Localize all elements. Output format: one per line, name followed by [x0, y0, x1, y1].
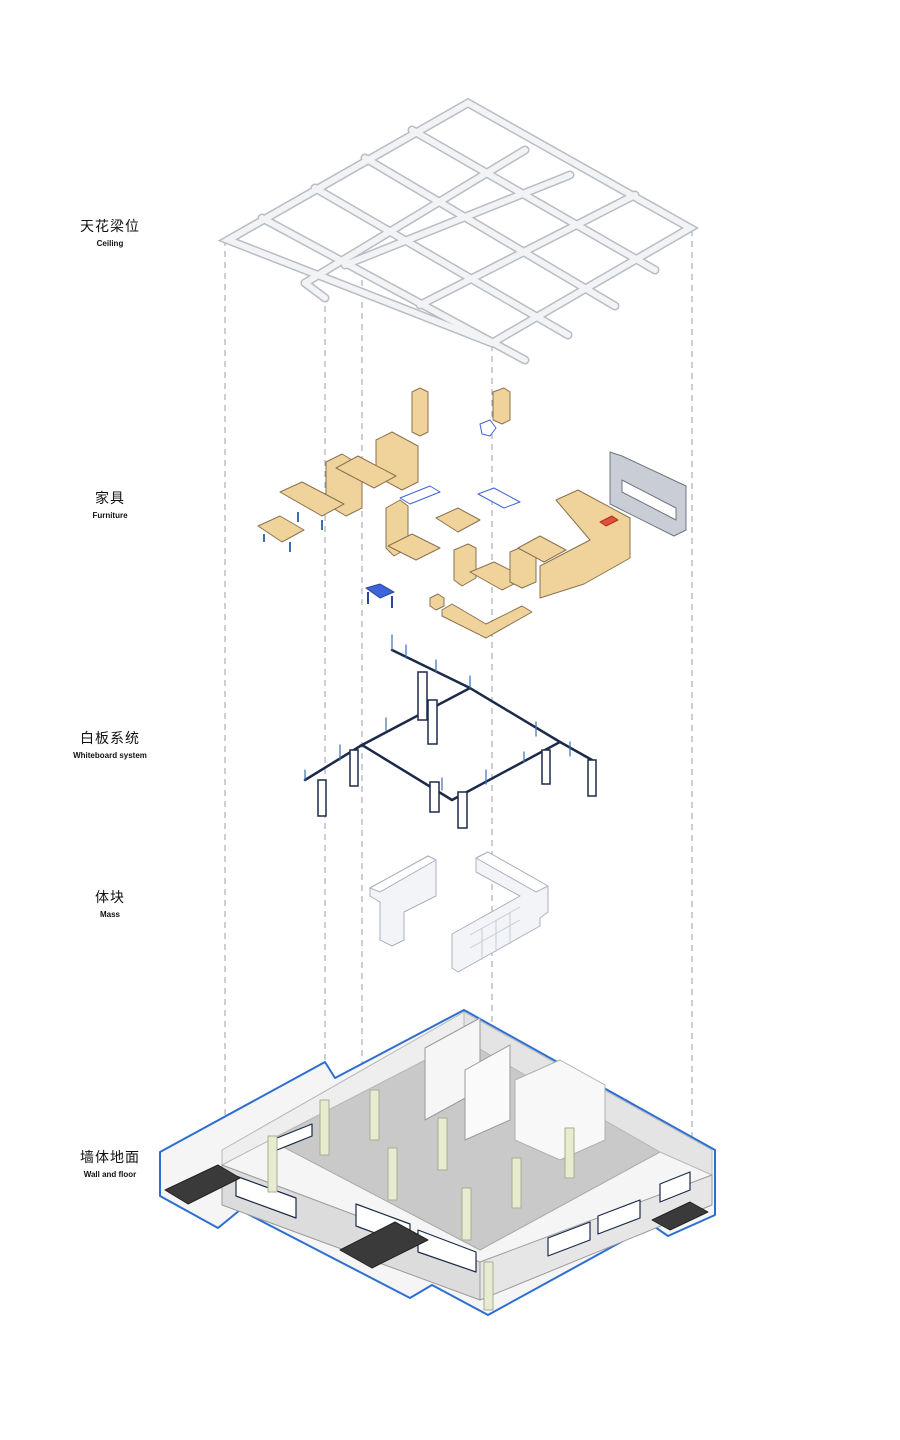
desk — [517, 535, 567, 563]
balcony-floor — [651, 1201, 709, 1231]
wall — [221, 1011, 465, 1166]
whiteboard-label: 白板系统 Whiteboard system — [60, 728, 160, 760]
guide-lines — [224, 230, 693, 1150]
column — [319, 1099, 330, 1156]
chair-outline — [479, 419, 497, 437]
blue-table — [365, 583, 395, 599]
whiteboard-rail — [359, 686, 563, 802]
mass-label: 体块 Mass — [60, 887, 160, 919]
whiteboard-panel — [541, 749, 551, 785]
ceiling-label: 天花梁位 Ceiling — [60, 216, 160, 248]
ceiling-label-zh: 天花梁位 — [80, 219, 140, 235]
whiteboard-rail — [390, 648, 472, 690]
furniture-layer — [257, 387, 687, 639]
shelf-line — [469, 919, 521, 949]
room-partition — [514, 1059, 606, 1161]
whiteboard-panel — [417, 671, 428, 721]
booth — [539, 489, 631, 599]
wall-floor-label-zh: 墙体地面 — [80, 1150, 140, 1166]
mass-block-top — [369, 855, 437, 893]
balcony-floor — [339, 1221, 429, 1269]
wall-floor-label-en: Wall and floor — [83, 1170, 137, 1179]
column — [437, 1117, 448, 1171]
kitchen-counter — [621, 479, 677, 521]
balcony-floor — [164, 1164, 241, 1205]
whiteboard-panel — [429, 781, 440, 813]
furniture-label: 家具 Furniture — [60, 488, 160, 520]
window — [597, 1199, 641, 1235]
column — [564, 1127, 575, 1179]
desk — [257, 515, 305, 543]
bookcase — [453, 543, 477, 587]
mass-label-en: Mass — [99, 910, 120, 919]
whiteboard-label-en: Whiteboard system — [73, 751, 147, 760]
furniture-label-en: Furniture — [92, 511, 128, 520]
column — [511, 1157, 522, 1209]
column — [461, 1187, 472, 1241]
whiteboard-panel — [349, 749, 359, 787]
desk — [435, 507, 481, 533]
whiteboard-system — [303, 634, 597, 829]
column — [483, 1261, 494, 1311]
bench — [441, 603, 533, 639]
high-table — [477, 487, 521, 509]
tall-shelf — [411, 387, 429, 437]
mass-block-top — [475, 851, 549, 893]
wall-floor-layer — [159, 1009, 716, 1316]
whiteboard-rail — [558, 740, 594, 762]
column — [369, 1089, 380, 1141]
furniture-label-zh: 家具 — [95, 491, 125, 507]
mass-layer — [369, 851, 549, 973]
counter — [399, 485, 441, 505]
whiteboard-panel — [457, 791, 468, 829]
room-partition — [464, 1044, 511, 1141]
tall-shelf — [492, 387, 511, 425]
booth-accent — [599, 515, 619, 527]
ceiling-label-en: Ceiling — [96, 239, 124, 248]
whiteboard-panel — [427, 699, 438, 745]
wall-floor-label: 墙体地面 Wall and floor — [60, 1147, 160, 1179]
window — [547, 1221, 591, 1257]
desk — [279, 481, 345, 517]
column — [267, 1135, 278, 1193]
whiteboard-label-zh: 白板系统 — [80, 731, 140, 747]
desk — [335, 455, 397, 489]
stool — [429, 593, 445, 611]
column — [387, 1147, 398, 1201]
shelf-line — [469, 906, 521, 936]
whiteboard-panel — [317, 779, 327, 817]
window — [659, 1171, 691, 1203]
ceiling-grid — [217, 97, 700, 365]
mass-label-zh: 体块 — [95, 890, 125, 906]
desk — [387, 533, 441, 561]
whiteboard-panel — [587, 759, 597, 797]
